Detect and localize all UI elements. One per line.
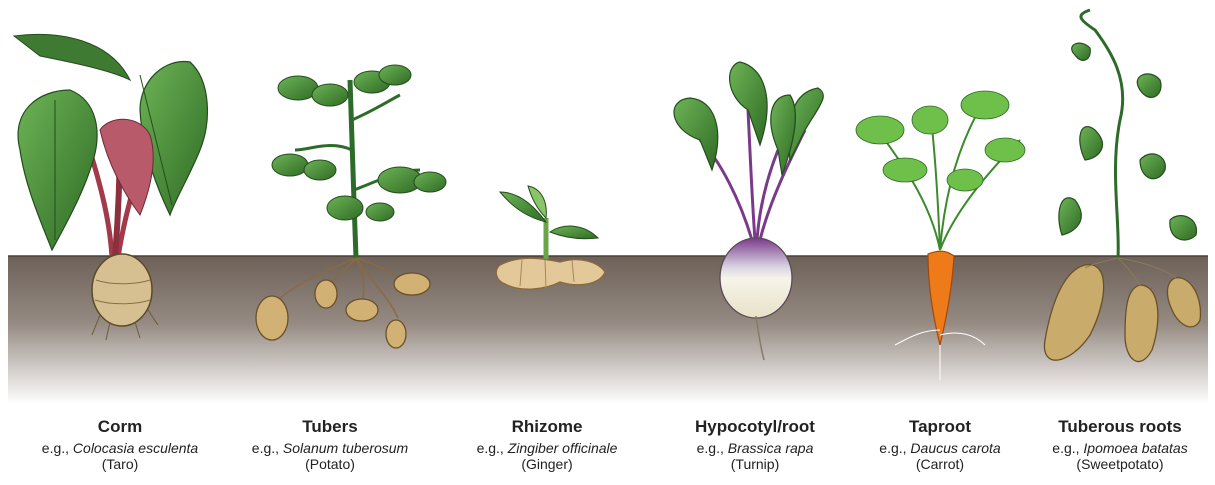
potato-leaf xyxy=(304,160,336,180)
carrot-foliage xyxy=(856,116,904,144)
turnip-root xyxy=(720,238,792,318)
potato-tuber xyxy=(394,273,430,295)
caption-rhizome: Rhizome e.g., Zingiber officinale (Ginge… xyxy=(452,416,642,472)
potato-tuber xyxy=(256,296,288,340)
potato-leaf xyxy=(414,172,446,192)
taro-leaf xyxy=(18,90,97,250)
ginger-plant xyxy=(496,186,605,289)
example-line: e.g., Ipomoea batatas xyxy=(1025,440,1215,457)
common-name: (Potato) xyxy=(235,457,425,472)
carrot-foliage xyxy=(985,138,1025,162)
potato-tuber xyxy=(315,280,337,308)
common-name: (Carrot) xyxy=(845,457,1035,472)
carrot-foliage xyxy=(947,169,983,191)
plant-type-label: Hypocotyl/root xyxy=(660,416,850,438)
plant-type-label: Taproot xyxy=(845,416,1035,438)
scientific-name: Brassica rapa xyxy=(728,440,814,456)
sweetpotato-leaf xyxy=(1170,216,1197,240)
caption-tuberous-roots: Tuberous roots e.g., Ipomoea batatas (Sw… xyxy=(1025,416,1215,472)
turnip-leaf xyxy=(674,98,718,170)
plant-type-label: Tuberous roots xyxy=(1025,416,1215,438)
caption-taproot: Taproot e.g., Daucus carota (Carrot) xyxy=(845,416,1035,472)
carrot-foliage xyxy=(961,91,1009,119)
plant-type-label: Tubers xyxy=(235,416,425,438)
potato-stem xyxy=(350,80,356,258)
potato-leaf xyxy=(272,154,308,176)
carrot-foliage xyxy=(883,158,927,182)
soil xyxy=(8,256,1208,404)
plant-type-label: Rhizome xyxy=(452,416,642,438)
sweetpotato-leaf xyxy=(1140,154,1165,179)
example-prefix: e.g., xyxy=(42,440,73,456)
scientific-name: Colocasia esculenta xyxy=(73,440,198,456)
sweetpotato-leaf xyxy=(1059,198,1081,235)
plant-type-label: Corm xyxy=(25,416,215,438)
sweetpotato-leaf xyxy=(1137,74,1161,98)
example-prefix: e.g., xyxy=(697,440,728,456)
potato-leaf xyxy=(327,196,363,220)
potato-leaf xyxy=(379,65,411,85)
example-line: e.g., Solanum tuberosum xyxy=(235,440,425,457)
taro-leaf-pink xyxy=(100,119,153,215)
potato-tuber xyxy=(346,299,378,321)
example-prefix: e.g., xyxy=(477,440,508,456)
common-name: (Sweetpotato) xyxy=(1025,457,1215,472)
ginger-leaf xyxy=(550,226,598,239)
example-line: e.g., Daucus carota xyxy=(845,440,1035,457)
common-name: (Turnip) xyxy=(660,457,850,472)
sweetpotato-leaf xyxy=(1072,43,1091,60)
example-prefix: e.g., xyxy=(1052,440,1083,456)
potato-leaf xyxy=(312,84,348,106)
scientific-name: Daucus carota xyxy=(910,440,1000,456)
scientific-name: Solanum tuberosum xyxy=(283,440,408,456)
example-prefix: e.g., xyxy=(879,440,910,456)
example-prefix: e.g., xyxy=(252,440,283,456)
carrot-foliage xyxy=(912,106,948,134)
potato-leaf xyxy=(366,203,394,221)
taro-corm xyxy=(92,254,152,326)
scientific-name: Zingiber officinale xyxy=(508,440,618,456)
potato-tuber xyxy=(386,320,406,348)
scientific-name: Ipomoea batatas xyxy=(1083,440,1187,456)
example-line: e.g., Zingiber officinale xyxy=(452,440,642,457)
caption-hypocotyl-root: Hypocotyl/root e.g., Brassica rapa (Turn… xyxy=(660,416,850,472)
common-name: (Taro) xyxy=(25,457,215,472)
common-name: (Ginger) xyxy=(452,457,642,472)
caption-corm: Corm e.g., Colocasia esculenta (Taro) xyxy=(25,416,215,472)
sweetpotato-leaf xyxy=(1080,127,1103,160)
caption-tubers: Tubers e.g., Solanum tuberosum (Potato) xyxy=(235,416,425,472)
example-line: e.g., Brassica rapa xyxy=(660,440,850,457)
example-line: e.g., Colocasia esculenta xyxy=(25,440,215,457)
taro-leaf xyxy=(14,34,130,80)
